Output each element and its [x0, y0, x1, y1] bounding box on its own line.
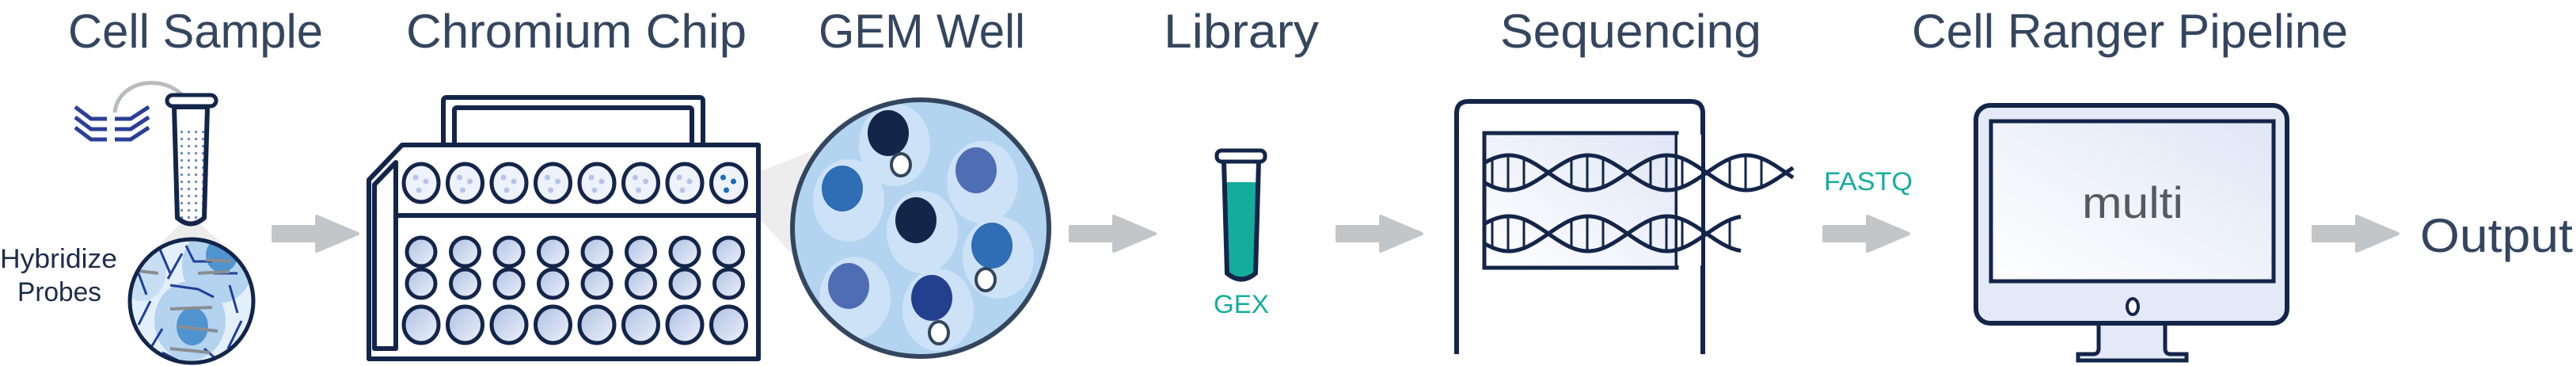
chip-well — [580, 235, 614, 269]
chip-well-top — [489, 162, 529, 204]
chip-well-top — [401, 162, 441, 204]
chip-well-top — [577, 162, 617, 204]
chip-well-top — [621, 162, 660, 204]
well-dot — [545, 174, 550, 181]
well-dot — [588, 174, 595, 181]
chip-well-top — [446, 162, 484, 204]
chip-well — [668, 235, 701, 269]
monitor-icon — [1974, 103, 2289, 363]
chip-well — [709, 304, 748, 345]
well-dot — [555, 178, 560, 185]
chip-well — [405, 235, 438, 269]
arrow-right-icon — [1822, 215, 1910, 253]
gem-cell — [956, 147, 997, 193]
label-probes: Probes — [17, 277, 101, 307]
chip-well — [537, 267, 569, 300]
well-dot — [511, 178, 517, 185]
dna-strand — [1483, 214, 1742, 254]
well-dot — [731, 178, 736, 185]
chip-well — [405, 267, 438, 300]
label-fastq: FASTQ — [1824, 167, 1913, 196]
sample-tube-icon — [165, 93, 218, 227]
chip-well — [449, 235, 481, 269]
chip-well — [449, 267, 481, 300]
chip-well-top — [534, 162, 572, 204]
well-dot — [686, 178, 693, 185]
chip-well — [665, 304, 705, 345]
chip-well — [492, 235, 526, 269]
gel-bead — [975, 267, 997, 292]
chip-well — [537, 235, 569, 269]
gem-cell — [911, 275, 952, 321]
title-sequencing: Sequencing — [1500, 5, 1761, 58]
well-dot — [636, 187, 641, 193]
title-library: Library — [1164, 5, 1319, 58]
gem-cell — [895, 197, 937, 243]
chip-well — [577, 304, 617, 345]
arrow-right-icon — [1069, 215, 1157, 253]
chip-well — [621, 304, 660, 345]
chip-well — [534, 304, 572, 345]
chip-well — [492, 267, 526, 300]
chip-well — [668, 267, 701, 300]
well-dot — [423, 178, 429, 185]
arrow-right-icon — [2312, 215, 2399, 253]
chip-well-top — [665, 162, 705, 204]
label-hybridize: Hybridize — [0, 244, 117, 274]
library-tube-icon — [1214, 148, 1267, 282]
gel-bead — [890, 152, 912, 177]
well-dot — [679, 187, 686, 193]
dna-strand — [1483, 153, 1795, 193]
arrow-right-icon — [272, 215, 359, 253]
chromium-chip-icon — [367, 95, 863, 361]
well-dot — [633, 174, 638, 181]
well-dot — [467, 178, 473, 185]
well-dot — [460, 187, 465, 193]
sequencer-icon — [1454, 99, 1795, 354]
label-gex: GEX — [1214, 290, 1269, 318]
well-dot — [591, 187, 598, 193]
gem-cell — [828, 263, 869, 309]
monitor-command-text: multi — [2082, 177, 2183, 227]
gem-well-icon — [790, 97, 1051, 359]
title-cell-sample: Cell Sample — [68, 5, 323, 58]
chip-well — [625, 235, 657, 269]
chip-well — [712, 267, 745, 300]
gem-cell — [868, 110, 909, 156]
arrow-right-icon — [1335, 215, 1423, 253]
title-cell-ranger-pipeline: Cell Ranger Pipeline — [1912, 5, 2348, 58]
dna-helix-icon — [1483, 153, 1795, 254]
well-dot — [676, 174, 682, 181]
well-dot — [724, 187, 729, 193]
chip-well — [489, 304, 529, 345]
dna-strand — [1483, 153, 1795, 193]
chip-well — [625, 267, 657, 300]
gel-bead — [928, 320, 950, 345]
well-dot — [643, 178, 648, 185]
well-dot — [503, 187, 510, 193]
chip-well-top — [709, 162, 748, 204]
well-dot — [412, 174, 419, 181]
well-dot — [720, 174, 726, 181]
gem-cell — [971, 223, 1013, 269]
dna-strand — [1483, 214, 1742, 254]
well-dot — [457, 174, 462, 181]
probes-icon — [74, 105, 150, 142]
hybridization-magnified-view — [127, 237, 256, 365]
title-output: Output — [2420, 209, 2573, 262]
well-dot — [500, 174, 507, 181]
well-dot — [598, 178, 605, 185]
title-chromium-chip: Chromium Chip — [406, 5, 747, 58]
chip-well — [401, 304, 441, 345]
well-dot — [416, 187, 422, 193]
title-gem-well: GEM Well — [819, 5, 1025, 58]
gem-cell — [822, 166, 863, 212]
chip-well — [712, 235, 745, 269]
chip-well — [580, 267, 614, 300]
chip-well — [446, 304, 484, 345]
well-dot — [548, 187, 553, 193]
